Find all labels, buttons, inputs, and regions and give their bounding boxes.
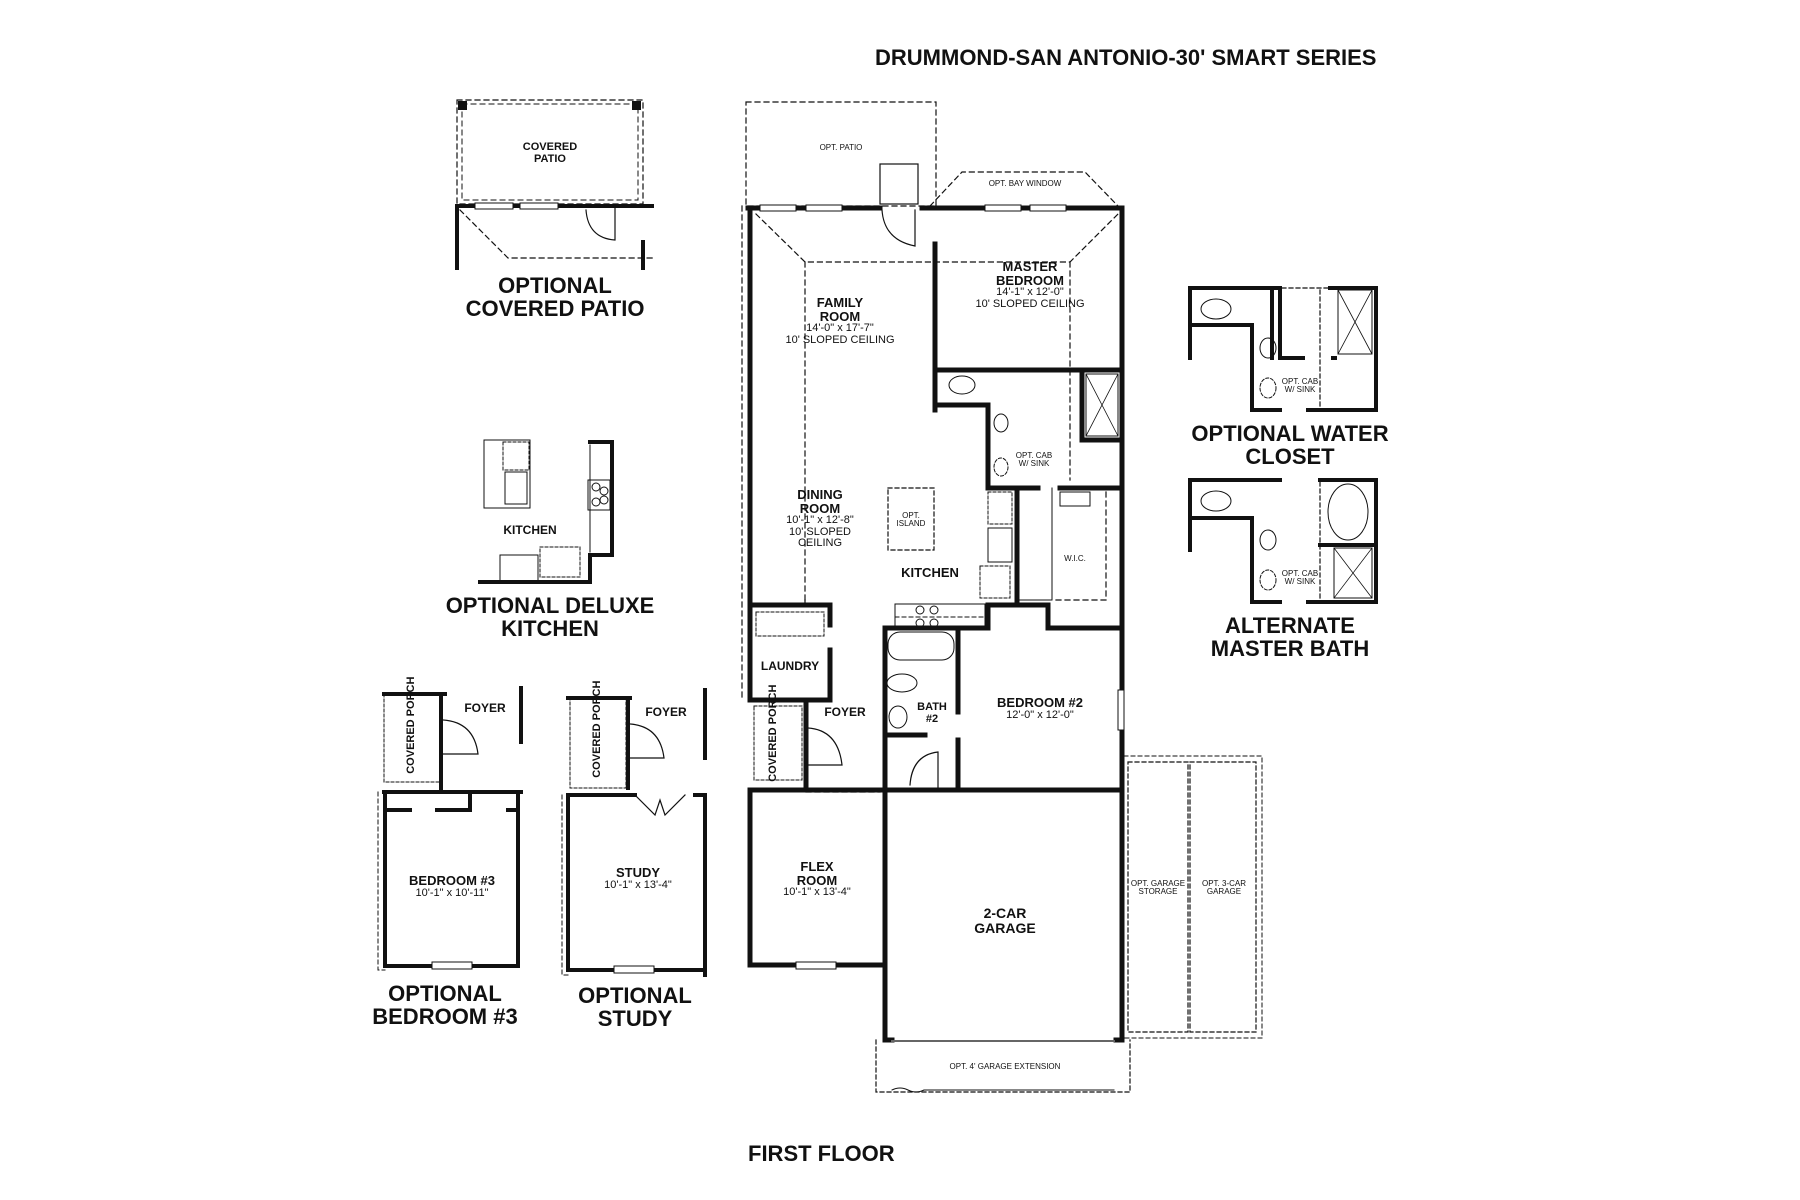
- covered-porch-label: COVERED PORCH: [767, 684, 780, 782]
- bedroom3-dims: 10'-1" x 10'-11": [415, 886, 489, 899]
- flex-room-dims: 10'-1" x 13'-4": [783, 886, 851, 899]
- flex-room-name: FLEX ROOM: [796, 859, 838, 888]
- opt-deluxe-kitchen-caption: OPTIONAL DELUXE KITCHEN: [445, 593, 655, 642]
- b3-covered-porch-label: COVERED PORCH: [405, 676, 418, 774]
- covered-patio-inner-label: COVERED PATIO: [522, 141, 578, 165]
- master-bedroom-label: MASTER BEDROOM 14'-1" x 12'-0" 10' SLOPE…: [960, 260, 1100, 310]
- master-opt-cab-sink-label: OPT. CAB W/ SINK: [1015, 451, 1053, 469]
- dining-room-dims: 10'-1" x 12'-8": [786, 514, 854, 527]
- family-room-name: FAMILY ROOM: [816, 295, 864, 324]
- main-plan-walls: [741, 101, 1263, 1093]
- master-bedroom-dims: 14'-1" x 12'-0": [996, 286, 1064, 299]
- family-room-label: FAMILY ROOM 14'-0" x 17'-7" 10' SLOPED C…: [770, 296, 910, 346]
- alt-master-bath-caption: ALTERNATE MASTER BATH: [1210, 613, 1370, 662]
- dining-room-label: DINING ROOM 10'-1" x 12'-8" 10' SLOPED C…: [765, 488, 875, 550]
- study-foyer-label: FOYER: [645, 705, 687, 719]
- bath2-label: BATH #2: [917, 701, 947, 725]
- opt-study-drawing: [561, 688, 707, 977]
- family-room-dims: 14'-0" x 17'-7": [806, 322, 874, 335]
- deluxe-kitchen-inner-label: KITCHEN: [503, 523, 557, 537]
- wc-opt-cab-sink-label: OPT. CAB W/ SINK: [1281, 377, 1319, 395]
- opt-water-closet-drawing: [1188, 286, 1378, 412]
- alt-master-bath-drawing: [1188, 478, 1378, 604]
- study-covered-porch-label: COVERED PORCH: [591, 680, 604, 778]
- opt-study-caption: OPTIONAL STUDY: [578, 983, 692, 1032]
- study-name: STUDY: [615, 865, 661, 880]
- bedroom3-label: BEDROOM #3 10'-1" x 10'-11": [392, 874, 512, 899]
- dining-room-name: DINING ROOM: [797, 487, 843, 516]
- bedroom2-label: BEDROOM #2 12'-0" x 12'-0": [975, 696, 1105, 721]
- plan-title: DRUMMOND-SAN ANTONIO-30' SMART SERIES: [875, 45, 1377, 70]
- dining-room-note: 10' SLOPED CEILING: [788, 525, 852, 550]
- opt-patio-label: OPT. PATIO: [819, 143, 863, 152]
- opt-island-label: OPT. ISLAND: [896, 511, 926, 529]
- foyer-label: FOYER: [824, 705, 866, 719]
- opt-bedroom3-drawing: [377, 686, 523, 971]
- wic-label: W.I.C.: [1064, 554, 1086, 563]
- opt-garage-extension-label: OPT. 4' GARAGE EXTENSION: [949, 1062, 1061, 1071]
- study-dims: 10'-1" x 13'-4": [604, 878, 672, 891]
- bedroom2-name: BEDROOM #2: [997, 695, 1083, 710]
- opt-garage-storage-label: OPT. GARAGE STORAGE: [1130, 879, 1186, 897]
- kitchen-label: KITCHEN: [901, 565, 959, 580]
- master-bedroom-name: MASTER BEDROOM: [996, 259, 1064, 288]
- study-label: STUDY 10'-1" x 13'-4": [578, 866, 698, 891]
- floor-label: FIRST FLOOR: [748, 1141, 895, 1166]
- opt-deluxe-kitchen-drawing: [478, 439, 614, 584]
- opt-bedroom3-caption: OPTIONAL BEDROOM #3: [372, 981, 518, 1030]
- master-bedroom-note: 10' SLOPED CEILING: [975, 297, 1085, 310]
- amb-opt-cab-sink-label: OPT. CAB W/ SINK: [1281, 569, 1319, 587]
- flex-room-label: FLEX ROOM 10'-1" x 13'-4": [762, 860, 872, 899]
- garage-label: 2-CAR GARAGE: [974, 905, 1036, 936]
- b3-foyer-label: FOYER: [464, 701, 506, 715]
- bedroom2-dims: 12'-0" x 12'-0": [1006, 708, 1074, 721]
- opt-water-closet-caption: OPTIONAL WATER CLOSET: [1191, 421, 1389, 470]
- opt-covered-patio-caption: OPTIONAL COVERED PATIO: [465, 273, 645, 322]
- family-room-note: 10' SLOPED CEILING: [785, 333, 895, 346]
- opt-bay-window-label: OPT. BAY WINDOW: [988, 179, 1062, 188]
- opt-covered-patio-drawing: [455, 99, 656, 270]
- laundry-label: LAUNDRY: [760, 659, 820, 673]
- bedroom3-name: BEDROOM #3: [409, 873, 495, 888]
- opt-3car-garage-label: OPT. 3-CAR GARAGE: [1201, 879, 1246, 897]
